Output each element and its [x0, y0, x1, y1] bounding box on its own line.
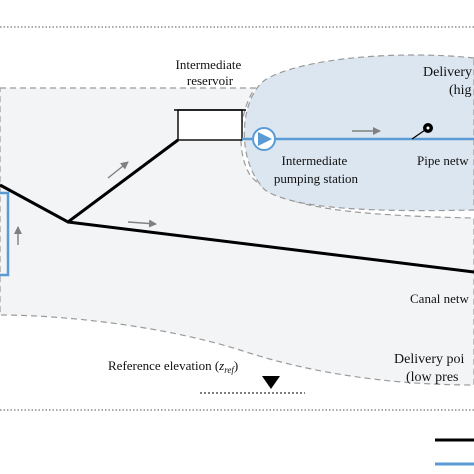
delivery-high-label: Delivery (hig: [423, 65, 474, 98]
delivery-point-dot: [426, 126, 430, 130]
high-pressure-zone: [243, 54, 474, 212]
canal-line-lower: [67, 220, 474, 274]
flow-arrow-diagonal: [107, 161, 129, 179]
intermediate-reservoir-box: [177, 109, 243, 141]
canal-network-label: Canal netw: [410, 291, 469, 306]
supply-pipe: [0, 191, 10, 277]
pump-triangle: [258, 132, 272, 146]
pumping-station-label: Intermediate pumping station: [274, 153, 359, 186]
flow-arrow-canal: [127, 219, 157, 228]
low-pressure-zone: [0, 87, 474, 386]
pipe-network-label: Pipe netw: [417, 153, 469, 168]
reference-elevation-triangle: [262, 376, 280, 389]
intermediate-reservoir-label: Intermediate reservoir: [176, 57, 245, 88]
reference-elevation-label: Reference elevation (zref): [108, 358, 238, 375]
delivery-low-label: Delivery poi (low pres: [394, 352, 468, 385]
